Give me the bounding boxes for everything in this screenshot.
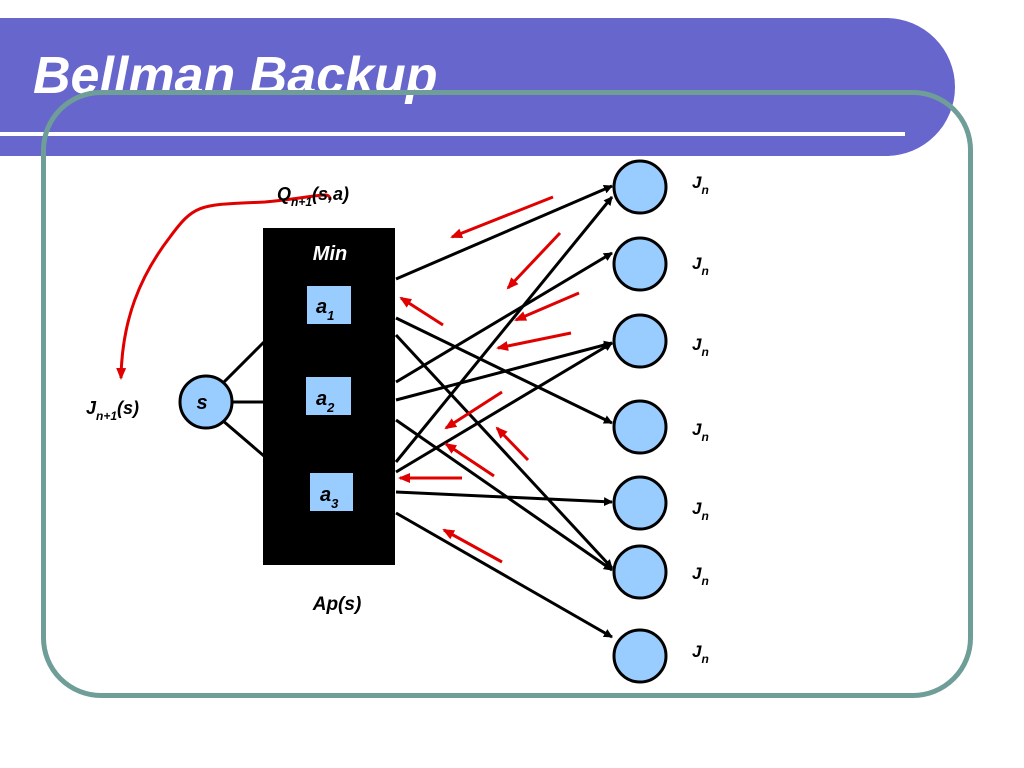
successor-node-6 [612,544,668,600]
j-next-label: Jn+1(s) [86,398,139,423]
successor-node-4 [612,399,668,455]
backup-arrow-7 [495,426,530,462]
successor-label-2: Jn [692,254,709,278]
action-a1-box [307,286,351,324]
action-a2-box [306,377,351,415]
backup-arrow-10 [442,528,503,564]
edge-a1-j6 [394,333,614,570]
backup-arrow-1 [450,195,554,239]
ap-label: Ap(s) [312,594,362,615]
edge-a3-j3 [395,341,613,474]
edge-a2-j3 [395,340,613,402]
successor-label-6: Jn [692,564,709,588]
edge-a3-j7 [395,511,613,639]
successor-node-5 [612,475,668,531]
successor-label-1: Jn [692,173,709,197]
successor-label-3: Jn [692,335,709,359]
backup-arrow-5 [399,296,444,327]
state-label: s [196,392,207,414]
title-underline [0,132,905,136]
action-a2-label: a2 [316,388,335,415]
edge-a3-j5 [395,490,613,507]
action-a2: a2 [306,377,351,415]
action-a3-box [310,473,353,511]
backup-arrow-2 [506,231,562,290]
successor-labels: Jn Jn Jn Jn Jn Jn Jn [692,173,709,666]
state-to-min-edges [220,340,266,458]
successor-nodes [612,159,668,684]
edge-a3-j1 [394,196,614,463]
backup-arrow-4 [496,331,572,351]
content-frame [41,90,973,698]
action-a1: a1 [307,286,351,324]
q-label: Qn+1(s,a) [277,184,349,209]
backup-arrow-q-to-j [116,193,332,380]
successor-node-7 [612,628,668,684]
successor-label-7: Jn [692,642,709,666]
successor-label-4: Jn [692,420,709,444]
backup-arrow-3 [514,291,580,322]
edge-a2-j2 [395,251,613,384]
backup-arrows [116,193,580,564]
state-node-s [178,374,234,430]
backup-arrow-6 [444,390,503,430]
successor-node-1 [612,159,668,215]
edge-s-up [220,340,266,386]
successor-node-3 [612,313,668,369]
edge-a1-j1 [395,184,613,281]
action-a3: a3 [310,473,353,511]
action-a3-label: a3 [320,484,339,511]
successor-node-2 [612,236,668,292]
backup-arrow-8 [444,442,495,478]
min-label: Min [313,243,347,265]
transition-edges [394,184,614,639]
edge-a2-j6 [395,418,613,572]
edge-s-down [221,418,265,458]
action-a1-label: a1 [316,296,334,323]
successor-label-5: Jn [692,499,709,523]
